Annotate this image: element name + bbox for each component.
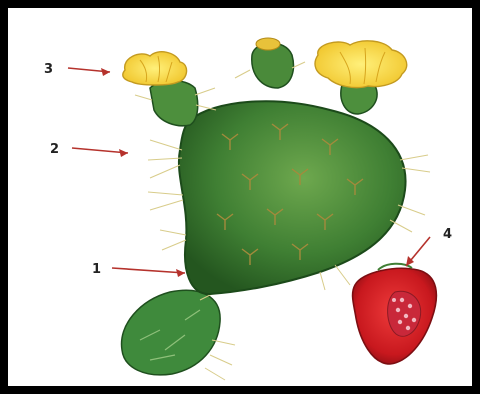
fruit-cross-section xyxy=(353,264,437,364)
arrow-3 xyxy=(68,68,110,76)
label-4: 4 xyxy=(443,227,452,242)
center-bud xyxy=(235,38,305,88)
label-1: 1 xyxy=(92,262,101,277)
left-flower xyxy=(123,52,187,85)
label-2: 2 xyxy=(50,142,59,157)
arrow-2 xyxy=(72,148,128,157)
arrow-1 xyxy=(112,268,185,277)
arrow-4 xyxy=(406,237,430,266)
right-flower xyxy=(315,41,407,88)
label-3: 3 xyxy=(44,62,53,77)
lower-pad xyxy=(122,290,235,380)
